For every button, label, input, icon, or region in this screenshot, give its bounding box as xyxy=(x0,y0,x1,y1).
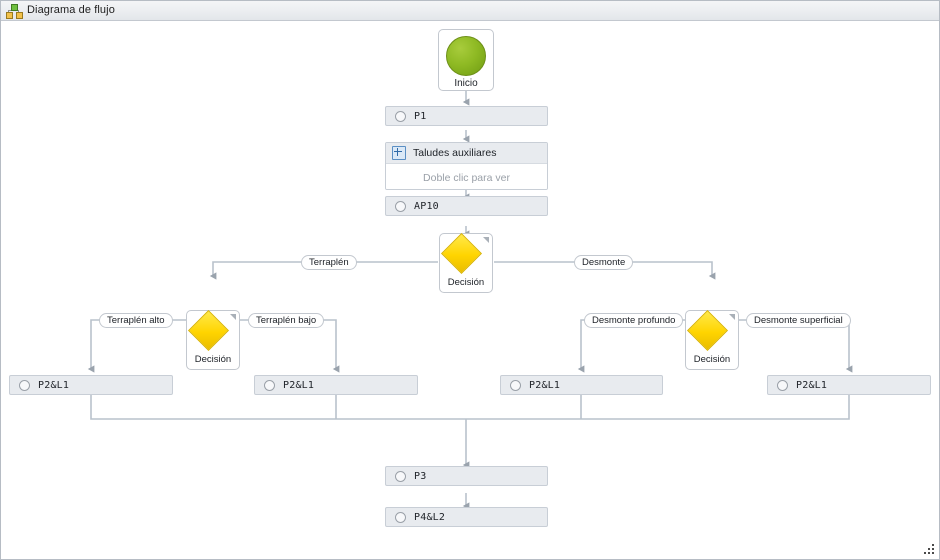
node-decision-right[interactable]: Decisión xyxy=(685,309,739,370)
node-label: P1 xyxy=(414,110,427,122)
node-label: Inicio xyxy=(454,78,478,89)
radio-icon xyxy=(777,379,788,391)
connector-layer xyxy=(87,91,853,510)
node-label: Decisión xyxy=(447,276,485,288)
node-p3[interactable]: P3 xyxy=(385,466,548,486)
node-label: P2&L1 xyxy=(38,379,70,391)
collapse-marker-icon[interactable] xyxy=(729,314,735,320)
subprocess-title: Taludes auxiliares xyxy=(413,147,497,159)
subprocess-body[interactable]: Doble clic para ver xyxy=(386,164,547,189)
node-p2l1-2[interactable]: P2&L1 xyxy=(254,375,418,395)
node-inicio[interactable]: Inicio xyxy=(438,29,494,91)
window-title: Diagrama de flujo xyxy=(27,4,115,16)
window-titlebar: Diagrama de flujo xyxy=(1,1,939,21)
radio-icon xyxy=(510,379,521,391)
resize-grip[interactable] xyxy=(924,544,935,555)
node-label: P2&L1 xyxy=(529,379,561,391)
edge-label-terraplen[interactable]: Terraplén xyxy=(301,255,357,270)
subprocess-hint: Doble clic para ver xyxy=(423,171,510,184)
collapse-marker-icon[interactable] xyxy=(483,237,489,243)
node-label: P2&L1 xyxy=(796,379,828,391)
node-label: AP10 xyxy=(414,200,439,212)
flowchart-icon xyxy=(6,3,23,19)
edge-label-desmonte-profundo[interactable]: Desmonte profundo xyxy=(584,313,684,328)
node-p2l1-3[interactable]: P2&L1 xyxy=(500,375,663,395)
edge-label-desmonte-superficial[interactable]: Desmonte superficial xyxy=(746,313,851,328)
diamond-shape xyxy=(187,309,230,352)
node-p2l1-4[interactable]: P2&L1 xyxy=(767,375,931,395)
node-taludes-auxiliares[interactable]: Taludes auxiliares Doble clic para ver xyxy=(385,142,548,190)
radio-icon xyxy=(395,511,406,523)
radio-icon xyxy=(395,110,406,122)
diagram-canvas[interactable]: Inicio P1 Taludes auxiliares Doble clic … xyxy=(1,21,939,559)
subprocess-header: Taludes auxiliares xyxy=(386,143,547,164)
radio-icon xyxy=(264,379,275,391)
radio-icon xyxy=(395,470,406,482)
node-label: Decisión xyxy=(194,353,232,365)
edge-label-terraplen-bajo[interactable]: Terraplén bajo xyxy=(248,313,325,328)
node-decision-left[interactable]: Decisión xyxy=(186,309,240,370)
radio-icon xyxy=(395,200,406,212)
subprocess-icon xyxy=(392,146,406,160)
start-circle-icon xyxy=(446,36,486,76)
node-p2l1-1[interactable]: P2&L1 xyxy=(9,375,173,395)
node-label: P2&L1 xyxy=(283,379,315,391)
node-label: P4&L2 xyxy=(414,511,446,523)
node-ap10[interactable]: AP10 xyxy=(385,196,548,216)
edge-label-desmonte[interactable]: Desmonte xyxy=(574,255,634,270)
edge-label-terraplen-alto[interactable]: Terraplén alto xyxy=(99,313,173,328)
node-p4l2[interactable]: P4&L2 xyxy=(385,507,548,527)
radio-icon xyxy=(19,379,30,391)
node-label: Decisión xyxy=(693,353,731,365)
node-decision-main[interactable]: Decisión xyxy=(439,232,493,293)
collapse-marker-icon[interactable] xyxy=(230,314,236,320)
diamond-shape xyxy=(686,309,729,352)
diamond-shape xyxy=(440,232,483,275)
node-p1[interactable]: P1 xyxy=(385,106,548,126)
node-label: P3 xyxy=(414,470,427,482)
